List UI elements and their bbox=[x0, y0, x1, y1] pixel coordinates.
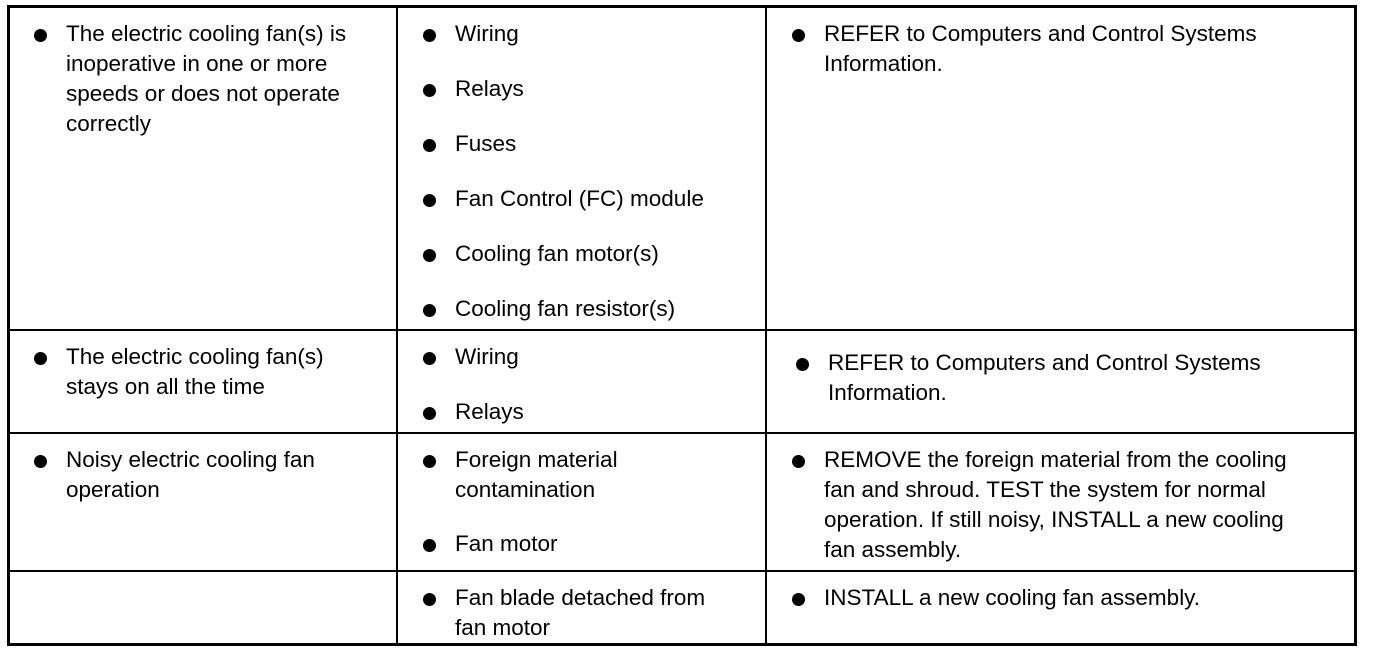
source-text: Relays bbox=[455, 399, 524, 424]
column-divider bbox=[396, 8, 398, 643]
bullet-icon bbox=[423, 407, 436, 420]
source-text: Wiring bbox=[455, 344, 519, 369]
condition-text: The electric cooling fan(s) is inoperati… bbox=[66, 21, 347, 136]
condition-text: Noisy electric cooling fan operation bbox=[66, 447, 315, 502]
bullet-icon bbox=[796, 358, 809, 371]
bullet-icon bbox=[423, 139, 436, 152]
action-text: REMOVE the foreign material from the coo… bbox=[824, 447, 1287, 562]
bullet-icon bbox=[423, 455, 436, 468]
bullet-icon bbox=[423, 84, 436, 97]
source-text: Cooling fan motor(s) bbox=[455, 241, 659, 266]
row-divider bbox=[10, 570, 1354, 572]
bullet-icon bbox=[792, 455, 805, 468]
action-text: REFER to Computers and Control Systems I… bbox=[824, 21, 1257, 76]
bullet-icon bbox=[34, 29, 47, 42]
bullet-icon bbox=[423, 539, 436, 552]
source-text: Cooling fan resistor(s) bbox=[455, 296, 676, 321]
action-text: INSTALL a new cooling fan assembly. bbox=[824, 585, 1201, 610]
source-text: Fan Control (FC) module bbox=[455, 186, 704, 211]
bullet-icon bbox=[34, 455, 47, 468]
bullet-icon bbox=[423, 194, 436, 207]
condition-text: The electric cooling fan(s) stays on all… bbox=[66, 344, 324, 399]
bullet-icon bbox=[423, 304, 436, 317]
bullet-icon bbox=[792, 593, 805, 606]
bullet-icon bbox=[423, 352, 436, 365]
source-text: Relays bbox=[455, 76, 524, 101]
source-text: Fan motor bbox=[455, 531, 558, 556]
row-divider bbox=[10, 432, 1354, 434]
bullet-icon bbox=[423, 249, 436, 262]
bullet-icon bbox=[423, 29, 436, 42]
diagnosis-table: The electric cooling fan(s) is inoperati… bbox=[7, 5, 1357, 646]
source-text: Foreign material contamination bbox=[455, 447, 618, 502]
source-text: Wiring bbox=[455, 21, 519, 46]
row-divider bbox=[10, 329, 1354, 331]
bullet-icon bbox=[423, 593, 436, 606]
column-divider bbox=[765, 8, 767, 643]
bullet-icon bbox=[34, 352, 47, 365]
source-text: Fuses bbox=[455, 131, 517, 156]
bullet-icon bbox=[792, 29, 805, 42]
source-text: Fan blade detached from fan motor bbox=[455, 585, 706, 640]
action-text: REFER to Computers and Control Systems I… bbox=[828, 350, 1261, 405]
